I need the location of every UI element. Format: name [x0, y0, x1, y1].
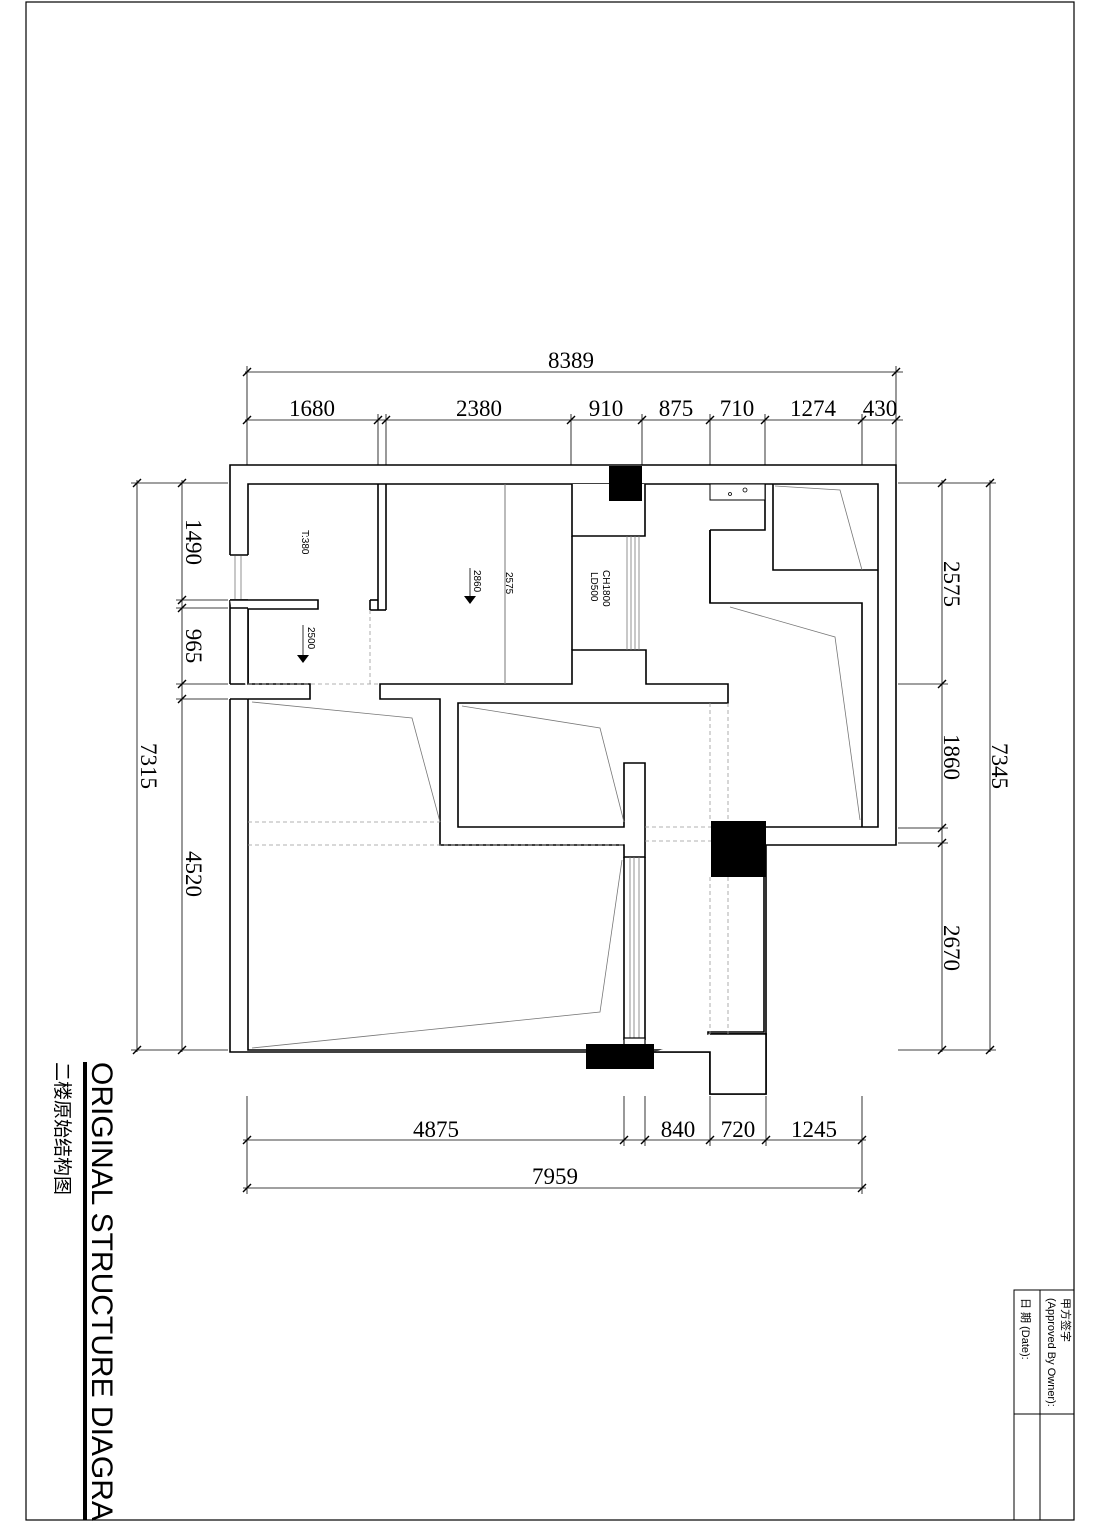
- dim-left-total: 7315: [136, 743, 161, 789]
- dim-top-segment: 910: [589, 396, 624, 421]
- dim-left-segment: 1490: [181, 519, 206, 565]
- dim-top-segment: 875: [659, 396, 694, 421]
- dim-top-segment: 2380: [456, 396, 502, 421]
- dim-right-total: 7345: [987, 743, 1012, 789]
- approved-en-label: (Approved By Owner):: [1045, 1298, 1057, 1407]
- dim-right-segment: 1860: [939, 734, 964, 780]
- annotations: T:380 2860 2575 CH1800 LD500 2500: [297, 530, 611, 663]
- dim-right-segment: 2670: [939, 925, 964, 971]
- dim-left-segment: 4520: [181, 851, 206, 897]
- structural-column: [711, 821, 766, 877]
- date-label: 日 期 (Date):: [1019, 1298, 1032, 1360]
- structural-column: [586, 1044, 654, 1069]
- dim-top-segment: 1274: [790, 396, 837, 421]
- bottom-dimensions: 4875 840 720 1245 7959: [242, 1096, 867, 1194]
- dim-top-segment: 430: [863, 396, 898, 421]
- height-label: 2575: [503, 572, 514, 595]
- drawing-title: ORIGINAL STRUCTURE DIAGRAM 二楼原始结构图: [51, 1062, 118, 1522]
- dim-top-segment: 1680: [289, 396, 335, 421]
- dim-left-segment: 965: [181, 629, 206, 664]
- title-block: 甲方签字 (Approved By Owner): 日 期 (Date):: [1013, 1289, 1075, 1521]
- beam-label: T:380: [299, 530, 310, 555]
- dim-right-segment: 2575: [939, 561, 964, 607]
- left-dimensions: 1490 965 4520 7315: [131, 478, 228, 1055]
- dim-top-total: 8389: [548, 348, 594, 373]
- dim-bottom-total: 7959: [532, 1164, 578, 1189]
- approved-cn-label: 甲方签字: [1059, 1298, 1073, 1342]
- dim-bottom-segment: 840: [661, 1117, 696, 1142]
- floor-plan: [229, 464, 897, 1095]
- dim-bottom-segment: 1245: [791, 1117, 837, 1142]
- window-ld-label: LD500: [588, 572, 599, 602]
- level-label: 2860: [471, 570, 482, 593]
- dim-bottom-segment: 4875: [413, 1117, 459, 1142]
- sheet-border: [25, 1, 1075, 1521]
- structural-column: [609, 466, 642, 501]
- dim-top-segment: 710: [720, 396, 755, 421]
- dim-bottom-segment: 720: [721, 1117, 756, 1142]
- level-label: 2500: [305, 627, 316, 650]
- title-chinese: 二楼原始结构图: [51, 1062, 73, 1195]
- level-marker-icon: [464, 596, 476, 604]
- title-english: ORIGINAL STRUCTURE DIAGRAM: [85, 1062, 118, 1522]
- level-marker-icon: [297, 655, 309, 663]
- top-dimensions: 8389 1680 2380 910 875 710 1274 430: [242, 348, 903, 468]
- window-ch-label: CH1800: [600, 570, 611, 607]
- right-dimensions: 2575 1860 2670 7345: [898, 478, 1012, 1055]
